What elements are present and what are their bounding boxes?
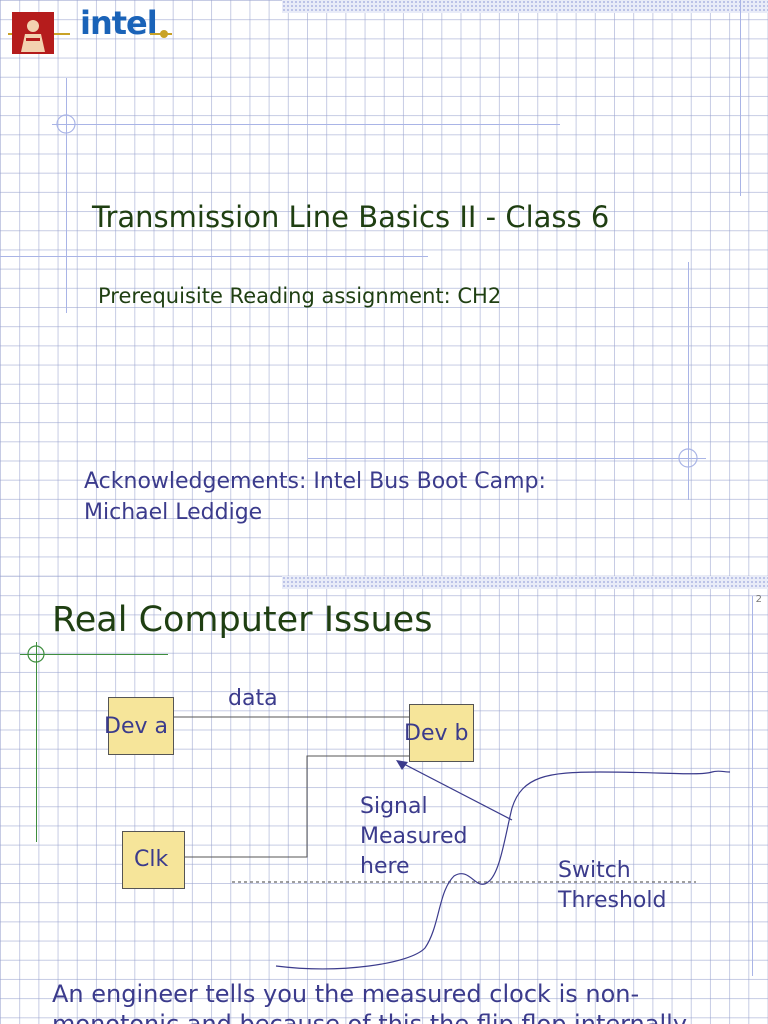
slide-title: Real Computer Issues xyxy=(52,600,433,640)
clock-box xyxy=(122,831,185,889)
data-wire-label: data xyxy=(228,686,278,711)
decor-line xyxy=(52,124,560,125)
circuit-diagram xyxy=(174,716,731,970)
switch-threshold-label: Switch Threshold xyxy=(558,856,666,916)
content-slide: 2 Real Computer Issues Dev a Dev b Clk d… xyxy=(0,576,768,1024)
dotted-header-band xyxy=(282,576,768,589)
decor-line xyxy=(20,654,168,655)
label-line: Measured xyxy=(360,824,468,849)
acknowledgements-line: Acknowledgements: Intel Bus Boot Camp: xyxy=(84,469,546,494)
decor-line xyxy=(688,262,689,500)
label-line: Threshold xyxy=(558,888,667,913)
clock-label: Clk xyxy=(134,847,169,872)
prerequisite-text: Prerequisite Reading assignment: CH2 xyxy=(98,284,502,308)
slide-title: Transmission Line Basics II - Class 6 xyxy=(92,200,610,234)
clock-wire xyxy=(184,755,409,858)
body-text: An engineer tells you the measured clock… xyxy=(52,980,688,1024)
signal-measured-label: Signal Measured here xyxy=(360,792,467,882)
label-line: Switch xyxy=(558,858,631,883)
decor-line xyxy=(752,596,753,976)
decor-line xyxy=(740,0,741,196)
crosshair-circles xyxy=(27,645,45,663)
title-slide: intel Transmission Line Basics II - Clas… xyxy=(0,0,768,576)
decor-line xyxy=(0,256,428,257)
pointer-arrow xyxy=(399,761,513,821)
crosshair-circles xyxy=(56,114,698,468)
decor-line xyxy=(36,642,37,842)
decor-line xyxy=(66,78,67,313)
acknowledgements-line: Michael Leddige xyxy=(84,500,263,525)
signal-waveform xyxy=(275,770,731,970)
label-line: Signal xyxy=(360,794,428,819)
arrow-head-icon xyxy=(396,760,408,770)
slide-number: 2 xyxy=(755,594,762,605)
logo-dot-icon xyxy=(150,30,172,38)
decor-line xyxy=(308,458,706,459)
device-b-label: Dev b xyxy=(404,721,469,746)
intel-logo: intel xyxy=(80,4,158,42)
device-a-label: Dev a xyxy=(104,714,168,739)
dotted-header-band xyxy=(282,0,768,13)
device-b-box xyxy=(409,704,474,762)
university-seal-icon xyxy=(8,12,70,54)
acknowledgements: Acknowledgements: Intel Bus Boot Camp: M… xyxy=(84,466,546,528)
device-a-box xyxy=(108,697,174,755)
label-line: here xyxy=(360,854,410,879)
